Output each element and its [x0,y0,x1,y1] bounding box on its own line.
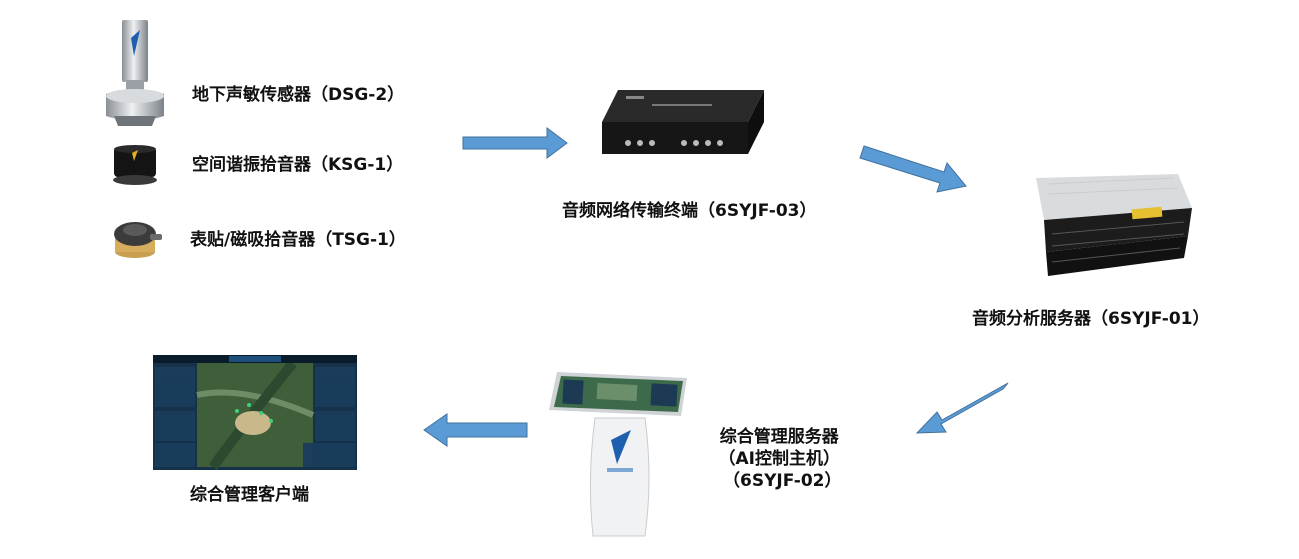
analysis-server-image [1028,172,1194,284]
mgmt-kiosk-image [545,368,695,540]
client-dashboard-image [153,355,357,470]
terminal-image [598,88,770,160]
dsg-sensor-image [100,18,170,128]
analysis-server-label: 音频分析服务器（6SYJF-01） [972,309,1210,329]
mgmt-server-line3: （6SYJF-02） [723,471,842,491]
mgmt-server-line2: （AI控制主机） [718,449,840,469]
dsg-sensor-label: 地下声敏传感器（DSG-2） [192,85,405,105]
mgmt-server-label: 综合管理服务器 （AI控制主机） （6SYJF-02） [717,426,842,492]
arrow-terminal-to-server [859,145,967,193]
ksg-sensor-label: 空间谐振拾音器（KSG-1） [192,155,404,175]
arrow-mgmt-to-client [423,413,528,447]
tsg-sensor-label: 表贴/磁吸拾音器（TSG-1） [190,230,406,250]
arrow-sensors-to-terminal [462,127,568,159]
tsg-sensor-image [110,212,164,260]
terminal-label: 音频网络传输终端（6SYJF-03） [562,201,817,221]
arrow-server-to-mgmt [915,382,1009,434]
ksg-sensor-image [110,143,160,187]
mgmt-server-line1: 综合管理服务器 [719,427,839,447]
client-label: 综合管理客户端 [190,485,309,505]
